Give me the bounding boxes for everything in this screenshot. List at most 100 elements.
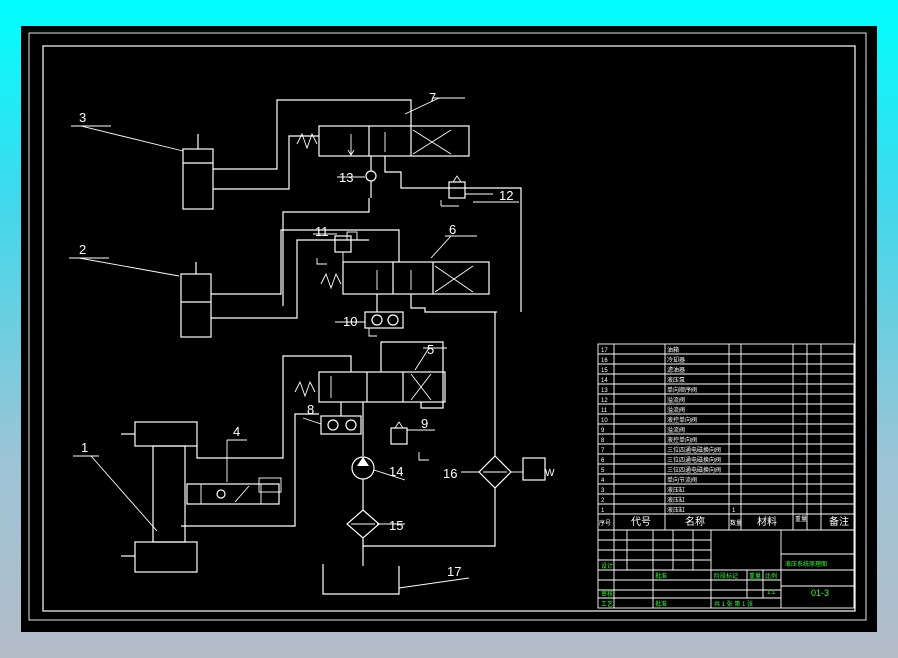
bom-qty-1: 1 (732, 508, 736, 514)
bom-name-11: 溢流阀 (667, 406, 685, 414)
label-5: 5 (427, 342, 434, 357)
bom-name-7: 三位四通电磁换向阀 (667, 446, 721, 454)
bom-header-qty: 数量 (730, 519, 742, 527)
bom-name-1: 液压缸 (667, 506, 685, 514)
title-block: 液压系统原理图 01-3 设计 审核 工艺 批准 批准 阶段标记 重量 比例 1… (597, 529, 855, 609)
pilot-check-valve-8 (320, 415, 362, 435)
label-16: 16 (443, 466, 457, 481)
bom-no-3: 3 (601, 488, 605, 494)
bom-header-name: 名称 (685, 515, 705, 528)
bom-header-weight: 重量 (795, 515, 807, 523)
label-8: 8 (307, 402, 314, 417)
cylinder-3 (182, 134, 214, 210)
bom-name-12: 溢流阀 (667, 396, 685, 404)
tank-17 (322, 564, 400, 595)
pump-14 (351, 456, 375, 480)
cylinder-2 (180, 262, 212, 338)
label-2: 2 (79, 242, 86, 257)
cylinder-1 (121, 421, 198, 573)
bom-no-9: 9 (601, 428, 605, 434)
approver-label-2: 批准 (655, 600, 667, 608)
leader-1 (90, 455, 158, 532)
bom-no-17: 17 (601, 348, 608, 354)
label-3: 3 (79, 110, 86, 125)
bom-no-6: 6 (601, 458, 605, 464)
label-1: 1 (81, 440, 88, 455)
bom-header-material: 材料 (757, 515, 777, 528)
bom-header-code: 代号 (631, 516, 651, 528)
approver-label: 批准 (655, 572, 667, 580)
filter-w-label: W (545, 468, 555, 479)
bom-header-no: 序号 (599, 519, 611, 527)
stage-mark-label: 阶段标记 (714, 572, 738, 580)
label-17: 17 (447, 564, 461, 579)
bom-rows: 17 油箱 16 冷却器 15 滤油器 14 液压泵 13 单向顺序阀 12 溢… (601, 346, 736, 514)
label-7: 7 (429, 90, 436, 105)
drawing-canvas: 3 2 1 7 (21, 26, 877, 632)
bom-name-4: 单向节流阀 (667, 476, 697, 484)
pipe-network (181, 99, 522, 566)
bom-name-9: 溢流阀 (667, 426, 685, 434)
bom-header-remark: 备注 (829, 515, 849, 528)
bom-no-14: 14 (601, 378, 608, 384)
label-6: 6 (449, 222, 456, 237)
sheet-info: 共 1 张 第 1 张 (714, 600, 753, 608)
pilot-check-valve-10 (364, 311, 404, 337)
process-label: 工艺 (601, 600, 613, 608)
checker-label: 审核 (601, 590, 613, 598)
bom-no-15: 15 (601, 368, 608, 374)
label-14: 14 (389, 464, 403, 479)
label-13: 13 (339, 170, 353, 185)
bom-name-6: 三位四通电磁换向阀 (667, 456, 721, 464)
directional-valve-5 (294, 371, 446, 403)
bom-name-8: 液控单向阀 (667, 436, 697, 444)
bom-name-15: 滤油器 (667, 366, 685, 374)
directional-valve-6 (320, 261, 490, 295)
bom-no-10: 10 (601, 418, 608, 424)
bom-name-13: 单向顺序阀 (667, 386, 697, 394)
bom-no-5: 5 (601, 468, 605, 474)
relief-valve-12 (440, 175, 466, 207)
bom-no-8: 8 (601, 438, 605, 444)
filter-15 (346, 509, 380, 539)
relief-valve-9 (390, 421, 429, 461)
drawing-number: 01-3 (811, 588, 829, 598)
scale-label: 比例 (765, 572, 777, 580)
bom-name-2: 液压缸 (667, 496, 685, 504)
bom-name-3: 液压缸 (667, 486, 685, 494)
weight-label: 重量 (749, 572, 761, 580)
bom-name-14: 液压泵 (667, 376, 685, 384)
outer-border (28, 32, 867, 621)
bom-name-5: 三位四通电磁换向阀 (667, 466, 721, 474)
bom-no-4: 4 (601, 478, 605, 484)
drawing-title: 液压系统原理图 (785, 560, 827, 568)
bom-no-7: 7 (601, 448, 605, 454)
leader-6 (430, 235, 452, 259)
check-valve-13 (365, 156, 377, 198)
designer-label: 设计 (601, 562, 613, 570)
bom-no-2: 2 (601, 498, 605, 504)
parts-list: 17 油箱 16 冷却器 15 滤油器 14 液压泵 13 单向顺序阀 12 溢… (597, 343, 855, 531)
bom-no-11: 11 (601, 408, 608, 414)
leader-3 (80, 125, 184, 152)
label-11: 11 (315, 224, 329, 239)
bom-name-17: 油箱 (667, 346, 679, 354)
leader-5 (414, 347, 430, 371)
bom-no-16: 16 (601, 358, 608, 364)
bom-no-12: 12 (601, 398, 608, 404)
cooler-16 (478, 455, 546, 489)
label-10: 10 (343, 314, 357, 329)
leader-2 (78, 257, 180, 277)
label-15: 15 (389, 518, 403, 533)
label-12: 12 (499, 188, 513, 203)
bom-name-10: 液控单向阀 (667, 416, 697, 424)
bom-no-1: 1 (601, 508, 605, 514)
inner-border (42, 45, 856, 612)
throttle-valve-4 (186, 477, 282, 505)
label-9: 9 (421, 416, 428, 431)
hydraulic-schematic: 3 2 1 7 (28, 32, 867, 621)
scale-value: 1:1 (767, 590, 776, 596)
label-4: 4 (233, 424, 240, 439)
bom-no-13: 13 (601, 388, 608, 394)
bom-name-16: 冷却器 (667, 356, 685, 364)
